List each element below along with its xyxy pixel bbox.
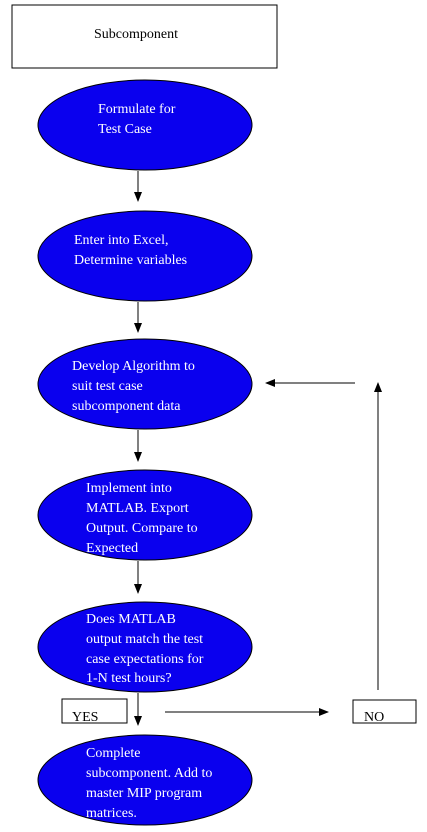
no-label-box: NO [352, 699, 417, 725]
node-implement-into-matlab: Implement into MATLAB. Export Output. Co… [37, 469, 253, 561]
node-label: Implement into MATLAB. Export Output. Co… [86, 481, 201, 556]
node-shape [37, 338, 253, 430]
node-matlab-output-decision: Does MATLAB output match the test case e… [37, 601, 253, 693]
yes-label-box: YES [61, 698, 128, 725]
node-label: Formulate for Test Case [98, 102, 179, 137]
node-shape [37, 469, 253, 561]
node-shape [37, 601, 253, 693]
node-complete-subcomponent: Complete subcomponent. Add to master MIP… [37, 734, 253, 826]
node-shape [37, 734, 253, 826]
node-enter-into-excel: Enter into Excel, Determine variables [37, 210, 253, 302]
no-label: NO [364, 710, 384, 725]
subcomponent-header-label: Subcomponent [94, 27, 178, 42]
yes-label: YES [72, 710, 98, 725]
node-label: Does MATLAB output match the test case e… [86, 612, 207, 686]
node-label: Develop Algorithm to suit test case subc… [72, 359, 198, 414]
subcomponent-header-box: Subcomponent [11, 4, 278, 69]
node-label: Enter into Excel, Determine variables [74, 233, 187, 268]
node-label: Complete subcomponent. Add to master MIP… [86, 746, 216, 821]
node-develop-algorithm: Develop Algorithm to suit test case subc… [37, 338, 253, 430]
node-shape [37, 79, 253, 171]
node-shape [37, 210, 253, 302]
node-formulate-test-case: Formulate for Test Case [37, 79, 253, 171]
